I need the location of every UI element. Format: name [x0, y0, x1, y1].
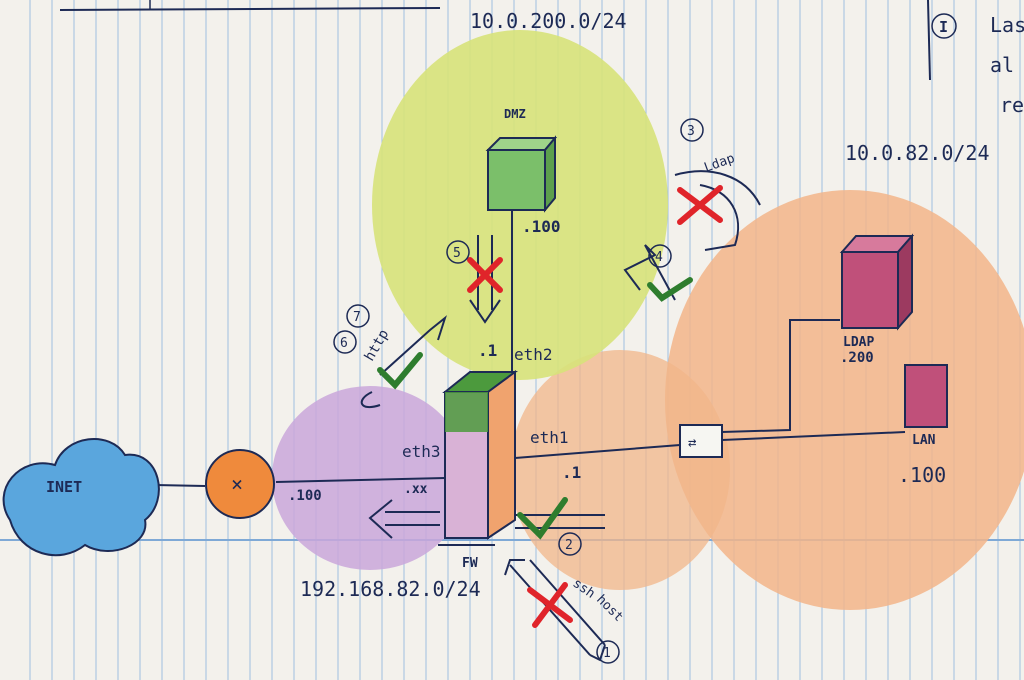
firewall	[438, 370, 519, 546]
flow-markers	[333, 13, 957, 664]
check-icon-ldap	[647, 277, 693, 302]
host-flow-label: host	[593, 592, 626, 625]
ldap-label: LDAP	[843, 335, 874, 350]
eth2-host-label: .1	[478, 341, 497, 360]
switch-node	[679, 424, 723, 458]
ldap-curve-arrow	[674, 170, 761, 251]
eth1-host-label: .1	[562, 463, 581, 482]
lan-label: LAN	[912, 433, 936, 448]
allow-marks	[377, 277, 693, 540]
switch-lan-link	[721, 431, 906, 441]
margin-marker: I	[939, 18, 948, 36]
router-node	[205, 449, 275, 519]
flow-6-label: 6	[340, 336, 348, 351]
dmz-label: DMZ	[504, 107, 526, 121]
switch-symbol-icon: ⇄	[688, 435, 696, 451]
fw-label: FW	[462, 556, 478, 571]
inet-cloud	[2, 438, 160, 557]
dmz-network-label: 10.0.200.0/24	[470, 9, 627, 33]
inet-label: INET	[46, 478, 82, 496]
outbound-arrow	[368, 499, 440, 539]
inet-router-link	[154, 484, 206, 487]
switch-ldap-link	[721, 319, 840, 433]
http-arrow	[360, 315, 447, 409]
router-symbol: ×	[231, 472, 243, 496]
dmz-host-label: .100	[522, 217, 561, 236]
eth2-label: eth2	[514, 345, 553, 364]
flow-2-label: 2	[565, 538, 573, 553]
lan-host	[904, 364, 948, 428]
margin-note-line-3: re	[1000, 93, 1024, 117]
deny-icon-ssh	[527, 582, 573, 628]
eth1-label: eth1	[530, 428, 569, 447]
lan-network-label: 10.0.82.0/24	[845, 141, 990, 165]
router-fw-link	[275, 477, 446, 483]
deny-marks	[467, 185, 723, 628]
router-host-label: .100	[288, 488, 322, 504]
flow-4-label: 4	[655, 250, 663, 265]
flow-5-label: 5	[453, 246, 461, 261]
dmz-down-arrow	[469, 235, 501, 324]
check-icon-http	[377, 352, 423, 390]
check-icon-inbound	[517, 497, 568, 540]
lan-zone	[665, 190, 1024, 610]
header-line	[59, 7, 441, 11]
ldap-server	[839, 233, 915, 331]
ldap-host-label: .200	[840, 350, 874, 366]
lan-zone-lower	[510, 350, 730, 590]
deny-icon-ldap	[677, 185, 723, 225]
flow-1-label: 1	[603, 646, 611, 661]
links	[154, 210, 906, 487]
eth3-host-label: .xx	[404, 482, 428, 497]
ext-network-label: 192.168.82.0/24	[300, 577, 481, 601]
margin-note-line-2: al	[990, 53, 1014, 77]
margin-note-line-1: Las	[990, 13, 1024, 37]
http-flow-label: http	[362, 327, 393, 364]
margin-line	[927, 0, 931, 81]
ldap-allow-arrow	[623, 244, 676, 301]
eth3-label: eth3	[402, 442, 441, 461]
deny-icon-dmz	[467, 257, 503, 293]
flow-3-label: 3	[687, 124, 695, 139]
fw-switch-link	[514, 444, 681, 459]
ldap-flow-label: Ldap	[702, 151, 737, 176]
lan-host-label: .100	[898, 463, 946, 487]
flow-7-label: 7	[353, 310, 361, 325]
dmz-server	[485, 135, 558, 213]
